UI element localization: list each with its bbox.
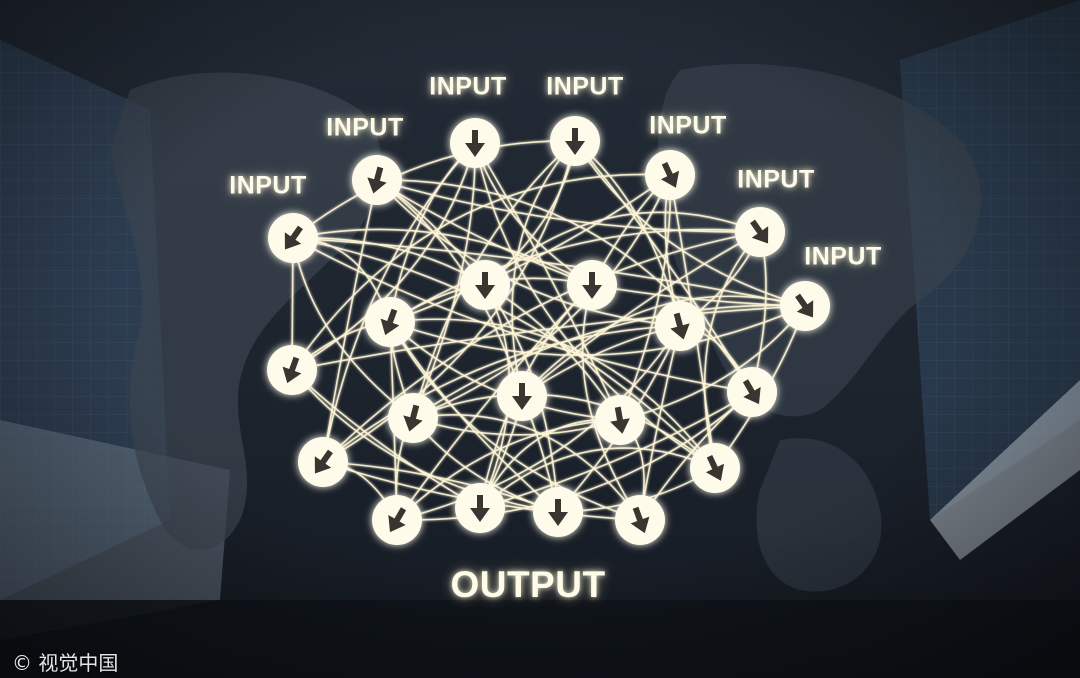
network-node xyxy=(727,367,777,417)
network-node xyxy=(595,395,645,445)
down-arrow-icon xyxy=(367,166,387,194)
input-label: INPUT xyxy=(326,113,404,142)
connection-line xyxy=(412,414,641,521)
down-arrow-icon xyxy=(610,406,630,434)
network-node xyxy=(615,495,665,545)
connection-line xyxy=(291,305,806,371)
connection-line xyxy=(396,325,681,521)
connection-line xyxy=(521,231,761,397)
down-arrow-icon xyxy=(403,404,423,432)
connection-line xyxy=(412,417,621,436)
connection-line xyxy=(581,284,641,521)
connection-line xyxy=(291,369,481,509)
input-label: INPUT xyxy=(546,72,624,101)
connection-line xyxy=(412,140,576,419)
connection-line xyxy=(292,228,593,286)
input-label: INPUT xyxy=(737,165,815,194)
network-node xyxy=(645,150,695,200)
down-arrow-icon xyxy=(582,272,602,299)
down-arrow-icon xyxy=(380,308,400,336)
connection-line xyxy=(322,325,681,463)
input-label: INPUT xyxy=(649,111,727,140)
down-arrow-icon xyxy=(314,449,333,474)
network-node xyxy=(268,213,318,263)
connection-line xyxy=(474,142,621,421)
down-arrow-icon xyxy=(475,272,495,299)
connection-line xyxy=(389,228,761,323)
down-arrow-icon xyxy=(630,506,650,534)
connection-line xyxy=(376,179,523,397)
connection-line xyxy=(376,179,593,286)
network-node xyxy=(655,301,705,351)
connection-line xyxy=(292,237,621,421)
connection-line xyxy=(389,321,641,521)
connection-line xyxy=(396,391,753,521)
connection-line xyxy=(291,369,559,513)
down-arrow-icon xyxy=(465,130,485,157)
down-arrow-icon xyxy=(388,507,407,533)
connection-line xyxy=(322,231,761,463)
input-label: INPUT xyxy=(229,171,307,200)
network-node xyxy=(735,207,785,257)
connection-line xyxy=(291,173,671,371)
connection-line xyxy=(322,461,559,513)
connection-line xyxy=(389,305,806,356)
down-arrow-icon xyxy=(565,128,585,155)
network-node xyxy=(267,345,317,395)
connection-line xyxy=(376,179,761,233)
connection-line xyxy=(389,318,716,469)
down-arrow-icon xyxy=(750,219,769,244)
down-arrow-icon xyxy=(670,312,690,340)
connection-line xyxy=(322,179,378,463)
connection-line xyxy=(292,237,414,419)
connection-line xyxy=(396,419,621,521)
down-arrow-icon xyxy=(470,495,490,522)
down-arrow-icon xyxy=(512,383,532,410)
down-arrow-icon xyxy=(282,356,302,384)
connection-line xyxy=(412,393,716,469)
connection-line xyxy=(389,174,671,323)
network-node xyxy=(460,260,510,310)
connection-line xyxy=(292,140,576,239)
network-node xyxy=(455,483,505,533)
connection-line xyxy=(574,140,806,307)
network-node xyxy=(388,393,438,443)
connection-line xyxy=(619,305,806,421)
connection-line xyxy=(389,321,621,421)
output-label: OUTPUT xyxy=(450,564,606,605)
network-node xyxy=(372,495,422,545)
down-arrow-icon xyxy=(742,379,761,405)
network-nodes xyxy=(267,116,830,545)
network-node xyxy=(780,281,830,331)
connection-line xyxy=(412,174,671,419)
network-node xyxy=(298,437,348,487)
connection-line xyxy=(511,140,576,397)
network-node xyxy=(352,155,402,205)
down-arrow-icon xyxy=(284,225,303,250)
network-node xyxy=(533,487,583,537)
connection-line xyxy=(292,237,806,307)
down-arrow-icon xyxy=(705,454,725,481)
network-node xyxy=(567,260,617,310)
network-node xyxy=(365,297,415,347)
network-node xyxy=(450,118,500,168)
down-arrow-icon xyxy=(795,293,814,318)
input-label: INPUT xyxy=(804,242,882,271)
network-node xyxy=(690,443,740,493)
connection-line xyxy=(292,237,716,469)
down-arrow-icon xyxy=(548,499,568,526)
network-node xyxy=(497,371,547,421)
network-node xyxy=(550,116,600,166)
watermark: © 视觉中国 xyxy=(12,651,119,675)
connection-line xyxy=(479,447,716,509)
connection-line xyxy=(322,142,476,463)
connection-line xyxy=(703,231,761,469)
connection-line xyxy=(291,142,476,371)
input-label: INPUT xyxy=(429,72,507,101)
down-arrow-icon xyxy=(660,161,680,188)
